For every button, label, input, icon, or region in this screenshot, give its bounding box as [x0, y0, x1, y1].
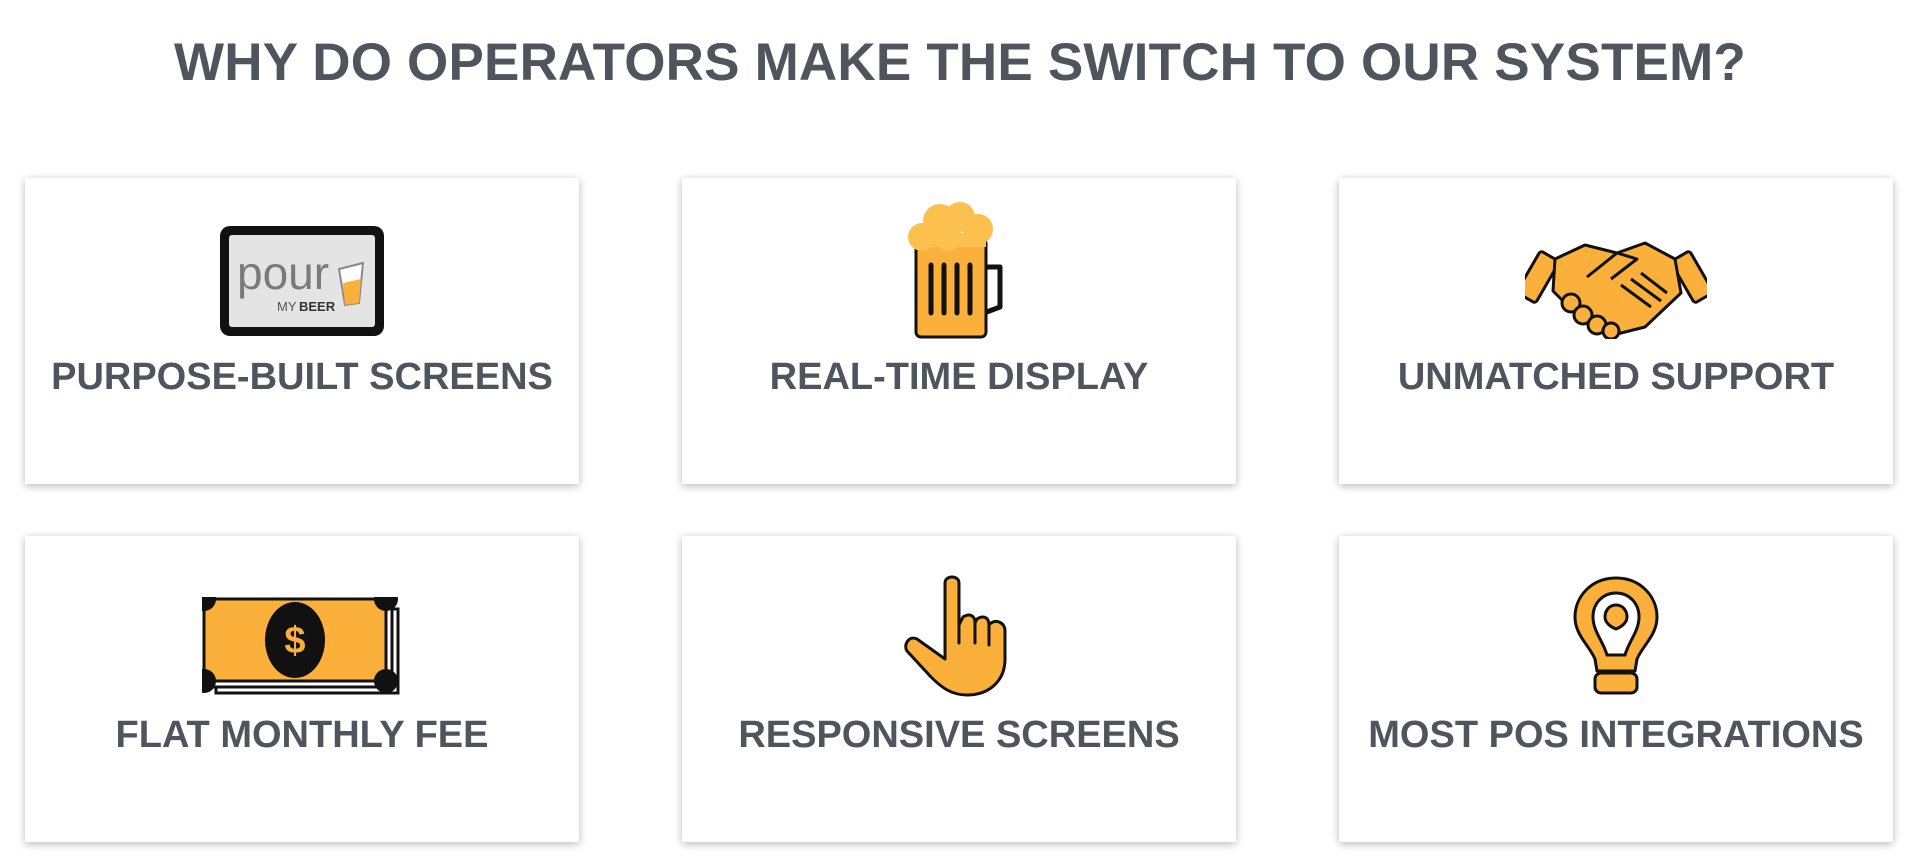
feature-label: UNMATCHED SUPPORT [1397, 356, 1835, 398]
feature-card-purpose-built-screens: pour MY BEER PURPOSE-BUILT SCREENS [25, 178, 579, 484]
currency-symbol: $ [284, 620, 305, 662]
feature-label: PURPOSE-BUILT SCREENS [51, 356, 553, 398]
feature-label: RESPONSIVE SCREENS [738, 714, 1180, 756]
feature-card-real-time-display: REAL-TIME DISPLAY [682, 178, 1236, 484]
feature-card-responsive-screens: RESPONSIVE SCREENS [682, 536, 1236, 842]
money-bill-icon: $ [25, 571, 579, 697]
pointing-hand-icon [682, 571, 1236, 697]
page-title: WHY DO OPERATORS MAKE THE SWITCH TO OUR … [174, 33, 1746, 92]
light-bulb-icon [1339, 571, 1893, 697]
tablet-logo-icon: pour MY BEER [25, 213, 579, 339]
handshake-icon [1339, 213, 1893, 339]
beer-mug-icon [682, 202, 1236, 339]
feature-card-most-pos-integrations: MOST POS INTEGRATIONS [1339, 536, 1893, 842]
feature-card-unmatched-support: UNMATCHED SUPPORT [1339, 178, 1893, 484]
feature-label: MOST POS INTEGRATIONS [1368, 714, 1864, 756]
logo-sub-my: MY [277, 299, 297, 314]
logo-word: pour [237, 247, 329, 299]
feature-label: REAL-TIME DISPLAY [769, 356, 1149, 398]
logo-sub-beer: BEER [299, 299, 336, 314]
feature-label: FLAT MONTHLY FEE [115, 714, 489, 756]
feature-card-flat-monthly-fee: $ FLAT MONTHLY FEE [25, 536, 579, 842]
